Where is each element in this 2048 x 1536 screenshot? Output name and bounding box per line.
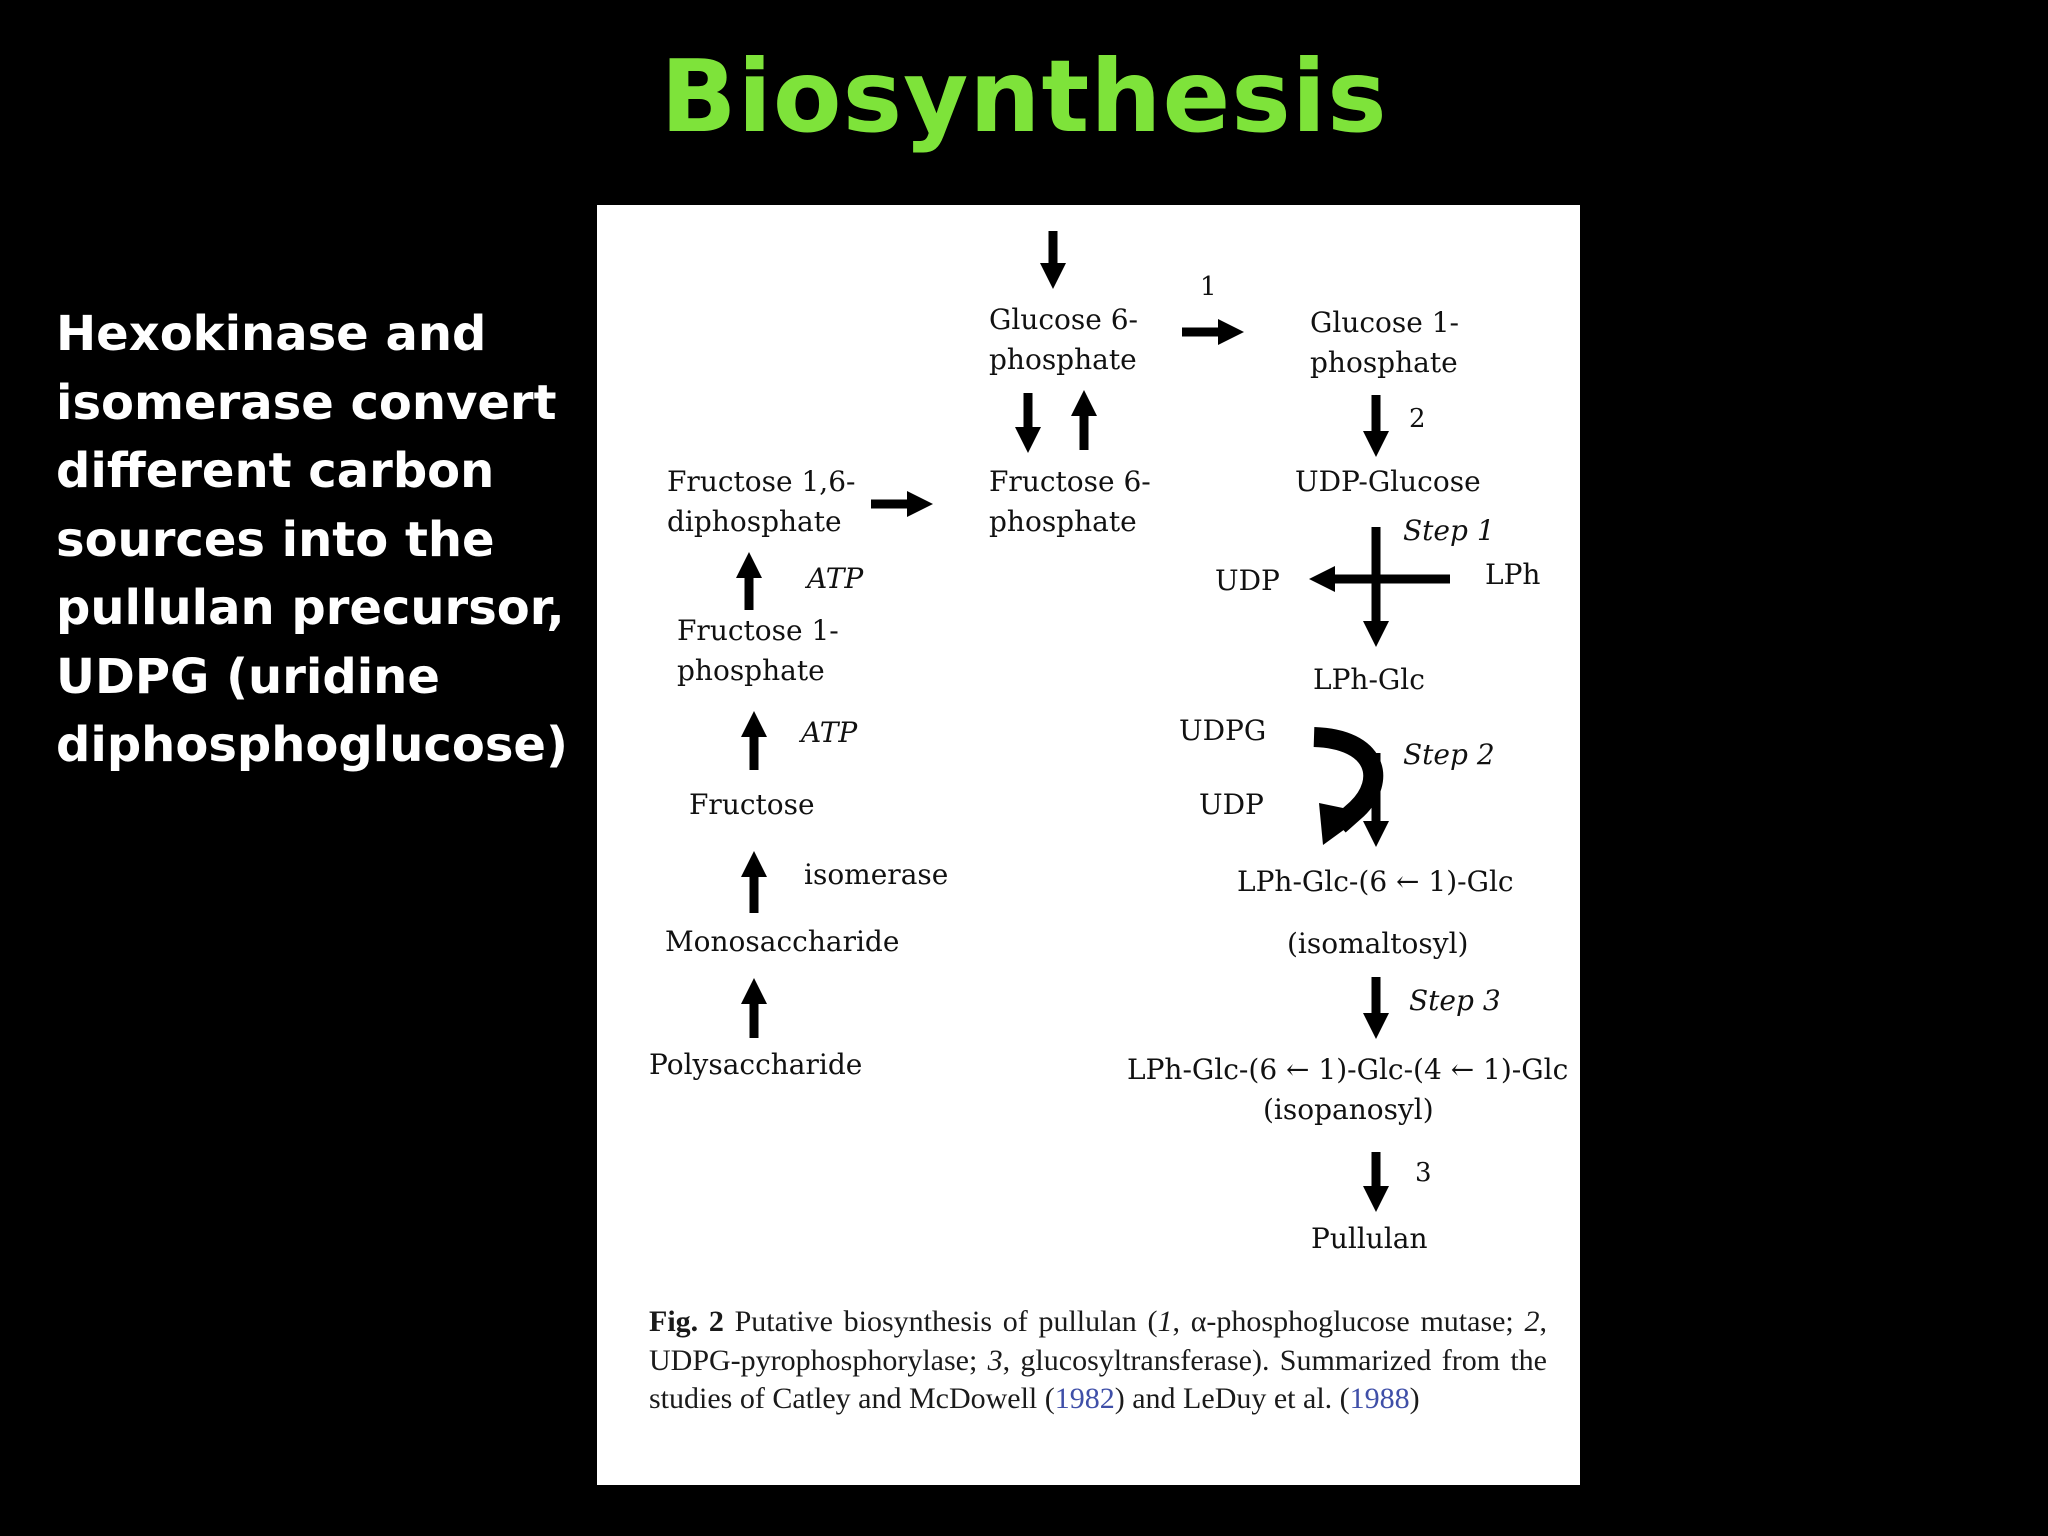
edge-label-lph: LPh — [1485, 558, 1541, 591]
edge-label-atp-upper: ATP — [807, 562, 864, 595]
edge-label-udp-2: UDP — [1199, 788, 1264, 821]
figure-caption: Fig. 2 Putative biosynthesis of pullulan… — [649, 1305, 1547, 1415]
node-udp-glucose: UDP-Glucose — [1295, 465, 1481, 498]
node-fructose-1-phosphate: Fructose 1- phosphate — [677, 614, 839, 687]
arrow-udpg-to-udp — [1313, 727, 1384, 833]
caption-fig-label: Fig. 2 — [649, 1305, 724, 1338]
node-glucose-6-phosphate: Glucose 6- phosphate — [989, 303, 1139, 376]
arrow-udpg-to-udp-head — [1319, 803, 1367, 845]
slide-body-text: Hexokinase and isomerase convert differe… — [56, 306, 568, 773]
edge-label-1: 1 — [1200, 272, 1217, 302]
node-isopanosyl: LPh-Glc-(6 ← 1)-Glc-(4 ← 1)-Glc (isopano… — [1127, 1053, 1569, 1126]
node-pullulan: Pullulan — [1311, 1222, 1428, 1255]
edge-label-isomerase: isomerase — [804, 858, 949, 891]
edge-label-2: 2 — [1409, 404, 1426, 434]
edge-label-step2: Step 2 — [1403, 738, 1495, 771]
slide-title: Biosynthesis — [660, 38, 1388, 155]
pathway-figure: Glucose 6- phosphate Glucose 1- phosphat… — [597, 205, 1580, 1485]
node-lph-glc: LPh-Glc — [1313, 663, 1425, 696]
node-fructose-6-phosphate: Fructose 6- phosphate — [989, 465, 1151, 538]
edge-label-udpg: UDPG — [1179, 714, 1267, 747]
edge-label-atp-lower: ATP — [801, 716, 858, 749]
caption-ref-1982[interactable]: 1982 — [1054, 1382, 1115, 1415]
node-monosaccharide: Monosaccharide — [665, 925, 900, 958]
node-fructose-1-6-diphosphate: Fructose 1,6- diphosphate — [667, 465, 856, 538]
caption-ref-1988[interactable]: 1988 — [1349, 1382, 1410, 1415]
node-polysaccharide: Polysaccharide — [649, 1048, 863, 1081]
node-isomaltosyl: LPh-Glc-(6 ← 1)-Glc (isomaltosyl) — [1237, 865, 1514, 960]
edge-label-udp: UDP — [1215, 564, 1280, 597]
node-fructose: Fructose — [689, 788, 815, 821]
edge-label-step3: Step 3 — [1409, 984, 1501, 1017]
pathway-arrows — [736, 231, 1450, 1212]
node-glucose-1-phosphate: Glucose 1- phosphate — [1310, 306, 1460, 379]
edge-label-3: 3 — [1415, 1158, 1432, 1188]
edge-label-step1: Step 1 — [1403, 514, 1495, 547]
